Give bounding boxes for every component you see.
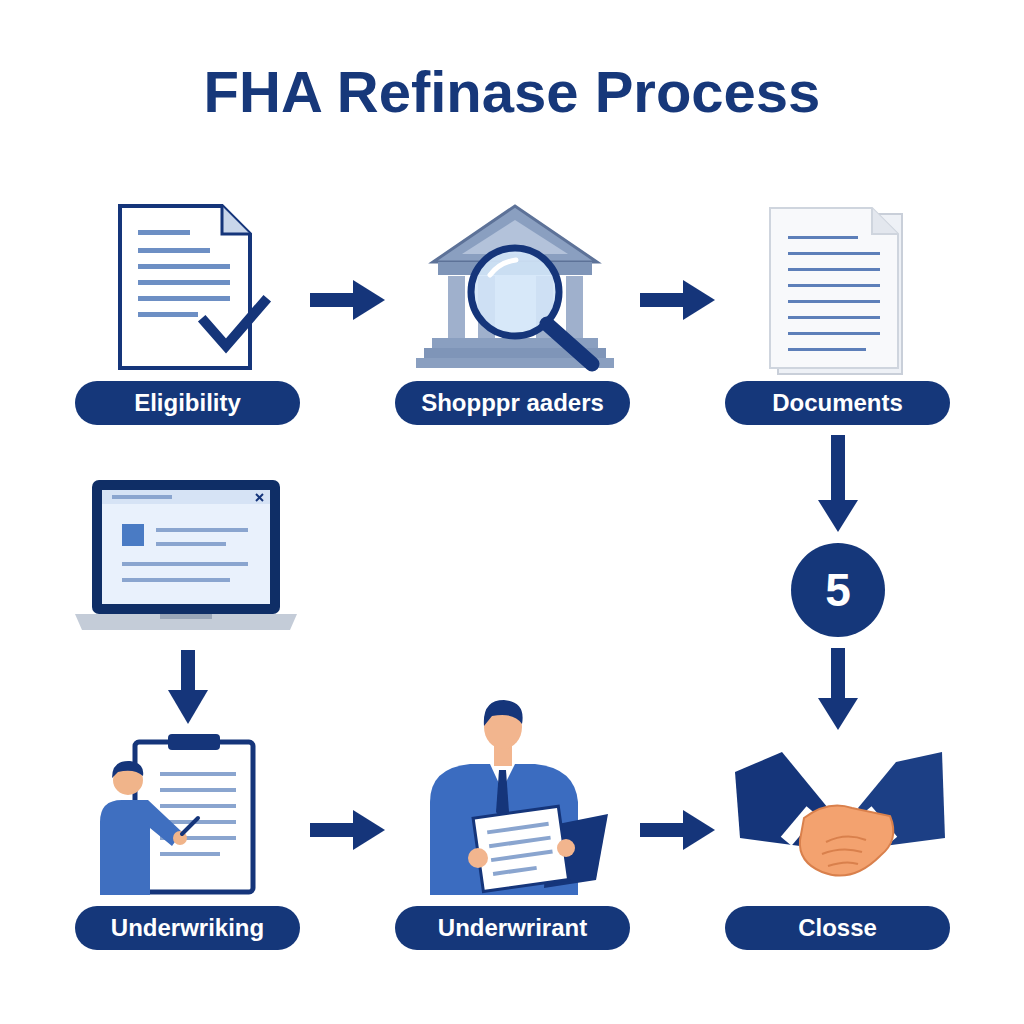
bank-search-icon-part: [566, 276, 583, 338]
process-step: Eligibility: [75, 200, 300, 425]
bank-search-icon-part: [448, 276, 465, 338]
step-label: Documents: [725, 381, 950, 425]
clipboard-worker-icon-part: [168, 734, 220, 750]
underwriter-person-icon-part: [468, 848, 488, 868]
document-stack-icon-part: [788, 236, 858, 239]
checklist-document-icon-part: [138, 230, 190, 235]
document-stack-icon-part: [788, 268, 880, 271]
checklist-document-icon-part: [138, 280, 230, 285]
checklist-document-icon: [120, 206, 264, 368]
clipboard-worker-icon-part: [100, 800, 182, 895]
process-step: Documents: [725, 200, 950, 425]
laptop-icon-part: [75, 614, 297, 630]
step-label: Eligibility: [75, 381, 300, 425]
checklist-document-icon-part: [138, 312, 198, 317]
clipboard-worker-icon-part: [182, 818, 198, 834]
laptop-icon-part: [112, 495, 172, 499]
laptop-icon-part: [102, 490, 270, 604]
step-label: Underwriking: [75, 906, 300, 950]
underwriter-person-icon-part: [430, 764, 578, 895]
flow-arrow-part: [181, 650, 195, 692]
flow-arrow: [310, 293, 353, 307]
underwriter-person-icon-part: [489, 836, 551, 849]
step-number: 5: [790, 542, 886, 638]
laptop-icon-part: [156, 542, 226, 546]
circle-fill: [791, 543, 885, 637]
process-step: Closse: [725, 740, 950, 950]
laptop-icon-part: [122, 578, 230, 582]
step-label: Shopppr aaders: [395, 381, 630, 425]
handshake-icon-part: [826, 836, 866, 842]
underwriter-person-icon: [430, 700, 608, 895]
document-stack-icon-part: [872, 208, 898, 234]
checklist-document-icon-part: [138, 264, 230, 269]
bank-search-icon: [416, 206, 614, 368]
underwriter-person-icon-part: [557, 839, 575, 857]
document-stack-icon-part: [788, 316, 880, 319]
step-label: Closse: [725, 906, 950, 950]
laptop-icon-part: [122, 524, 144, 546]
handshake-icon-part: [822, 849, 862, 854]
flow-arrow: [831, 435, 845, 500]
flow-arrow: [640, 293, 683, 307]
checklist-document-icon-part: [138, 248, 210, 253]
process-step: Underwrirant: [395, 720, 630, 950]
underwriter-person-icon-part: [493, 866, 537, 876]
flow-arrow-part: [168, 690, 208, 724]
clipboard-worker-icon-part: [160, 772, 236, 776]
laptop-icon-part: [92, 480, 280, 614]
underwriter-person-icon-part: [491, 850, 553, 863]
flow-arrow: [168, 650, 208, 724]
checklist-document-icon-part: [205, 302, 264, 346]
flow-arrow: [310, 823, 353, 837]
laptop-icon: [75, 480, 297, 630]
laptop-icon-part: [256, 494, 263, 501]
step-number-circle: 5: [790, 542, 886, 638]
clipboard-worker-icon-part: [160, 788, 236, 792]
document-stack-icon-part: [788, 300, 880, 303]
checklist-document-icon-part: [222, 206, 250, 234]
document-stack-icon-part: [788, 348, 866, 351]
laptop-icon-part: [122, 562, 248, 566]
process-step: Shopppr aaders: [395, 200, 630, 425]
clipboard-worker-icon-part: [160, 852, 220, 856]
process-step: Underwriking: [75, 735, 300, 950]
handshake-icon-part: [828, 862, 858, 866]
document-stack-icon: [770, 208, 902, 374]
document-stack-icon-part: [770, 208, 898, 368]
handshake-icon-part: [800, 806, 893, 876]
laptop-icon-part: [256, 494, 263, 501]
bank-search-icon-part: [547, 324, 592, 364]
step-label: Underwrirant: [395, 906, 630, 950]
diagram-title: FHA Refinase Process: [0, 58, 1024, 125]
laptop-icon-part: [160, 614, 212, 619]
bank-search-icon-part: [490, 260, 516, 275]
document-stack-icon-part: [788, 332, 880, 335]
underwriter-person-icon-part: [473, 806, 568, 891]
laptop-icon-part: [156, 528, 248, 532]
clipboard-worker-icon-part: [112, 761, 143, 778]
clipboard-worker-icon: [100, 734, 253, 895]
flow-arrow: [640, 823, 683, 837]
checklist-document-icon-part: [138, 296, 230, 301]
document-stack-icon-part: [788, 284, 880, 287]
underwriter-person-icon-part: [487, 822, 549, 835]
underwriter-person-icon-part: [473, 806, 568, 891]
handshake-icon: [735, 752, 945, 876]
underwriter-person-icon-part: [484, 700, 523, 726]
clipboard-worker-icon-part: [160, 804, 236, 808]
laptop-icon-part: [102, 490, 270, 504]
flow-arrow: [831, 648, 845, 698]
document-stack-icon-part: [788, 252, 880, 255]
